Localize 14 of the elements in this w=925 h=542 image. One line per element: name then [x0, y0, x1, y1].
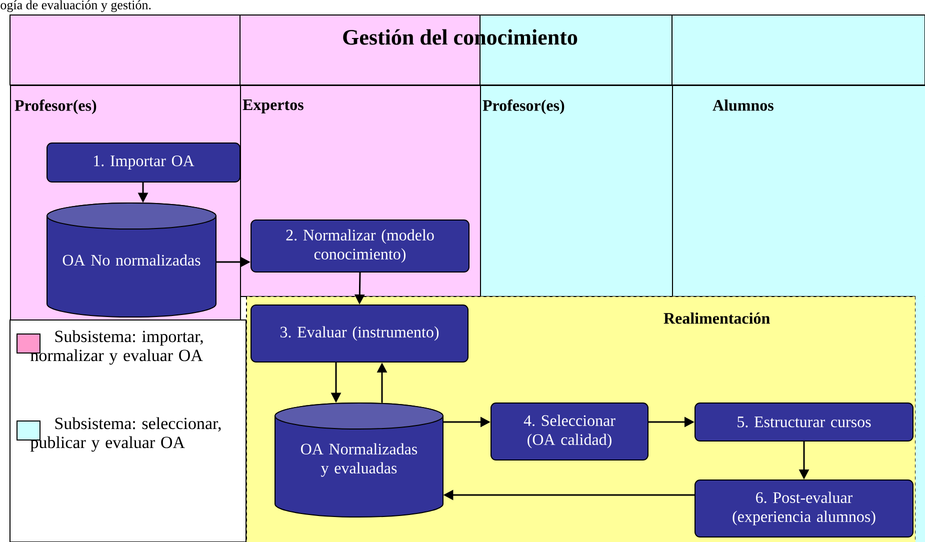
legend-text: Subsistema: seleccionar, publicar y evaluar OA: [30, 417, 221, 452]
node-label: Alumnos: [712, 100, 774, 111]
legend-text: Subsistema: importar, normalizar y evaluar OA: [30, 330, 203, 365]
database-cylinder: OA No normalizadas: [46, 202, 216, 318]
swimlane: Alumnos: [672, 85, 925, 297]
swimlane: Profesor(es): [480, 85, 673, 297]
process-box: 2. Normalizar (modelo conocimiento): [250, 220, 470, 272]
database-cylinder: OA Normalizadas y evaluadas: [274, 402, 444, 518]
process-box: 4. Seleccionar (OA calidad): [490, 402, 648, 460]
caption-fragment: ogía de evaluación y gestión.: [0, 0, 151, 12]
process-box: 1. Importar OA: [46, 142, 240, 182]
process-box: 6. Post-evaluar (experiencia alumnos): [694, 480, 914, 538]
process-box: 3. Evaluar (instrumento): [250, 304, 468, 362]
process-box: 5. Estructurar cursos: [694, 402, 914, 442]
